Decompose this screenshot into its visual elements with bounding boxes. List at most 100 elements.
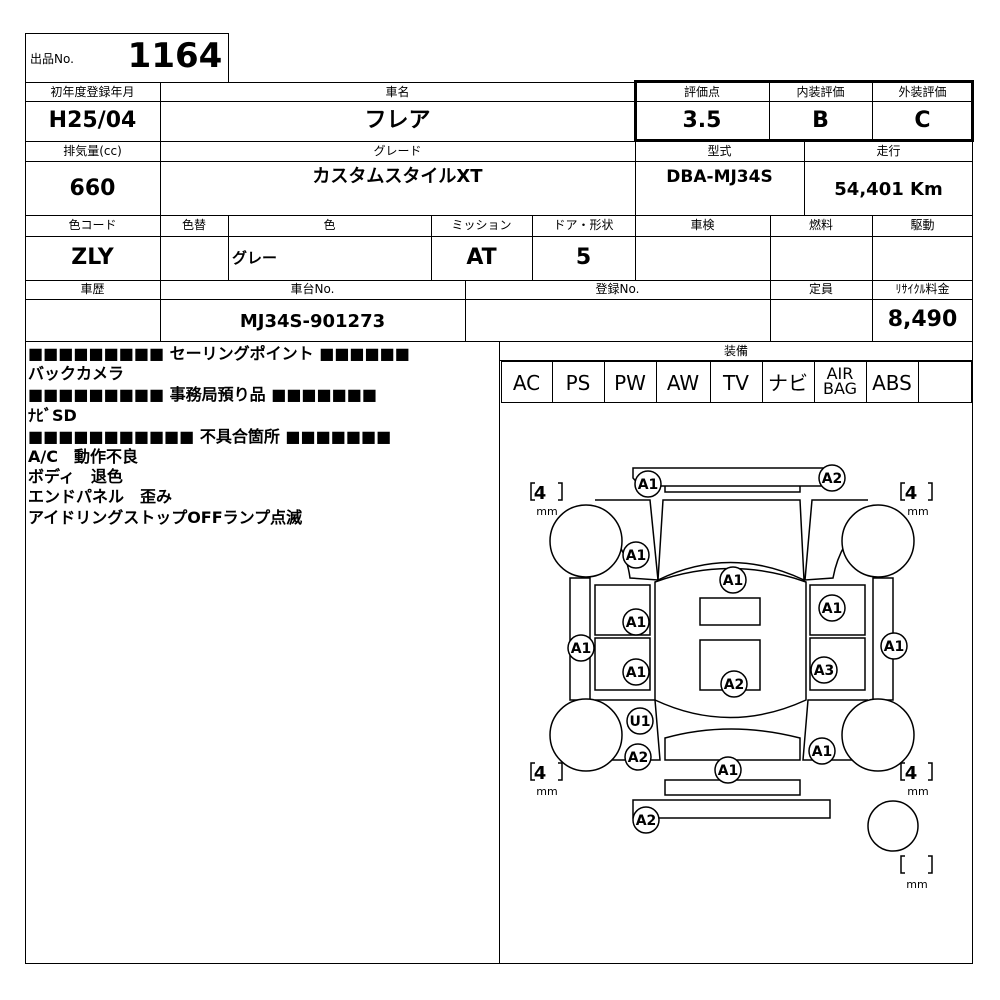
score-frame <box>634 80 974 142</box>
lot-number: 1164 <box>127 36 223 76</box>
grade-value: カスタムスタイルXT <box>312 166 483 187</box>
wheel-front-left <box>549 504 623 578</box>
damage-mark: A1 <box>634 470 662 498</box>
damage-mark: A1 <box>567 634 595 662</box>
interior-label: 内装評価 <box>796 85 845 99</box>
mission-value: AT <box>466 245 497 270</box>
damage-mark: A1 <box>719 566 747 594</box>
first-reg-value: H25/04 <box>48 108 137 133</box>
equipment-pw: PW <box>614 371 646 395</box>
interior-value: B <box>812 108 829 133</box>
damage-mark: A1 <box>808 737 836 765</box>
color-label: 色 <box>323 218 336 232</box>
damage-mark: A3 <box>810 656 838 684</box>
score-label: 評価点 <box>683 85 720 99</box>
damage-mark: A1 <box>714 756 742 784</box>
damage-mark: A1 <box>622 658 650 686</box>
damage-mark-code: A1 <box>626 548 647 564</box>
memo-line: A/C 動作不良 <box>28 447 138 466</box>
equipment-row <box>501 361 972 403</box>
tread-front-left: 4 <box>534 483 547 504</box>
damage-mark-code: A1 <box>884 639 905 655</box>
equipment-tv: TV <box>723 371 749 395</box>
inspection-label: 車検 <box>690 218 715 232</box>
tread-unit: mm <box>907 785 928 798</box>
damage-mark: A1 <box>880 632 908 660</box>
mileage-label: 走行 <box>876 144 901 158</box>
damage-mark-code: A3 <box>814 663 835 679</box>
damage-mark-code: A1 <box>718 763 739 779</box>
wheel-front-right <box>841 504 915 578</box>
lot-label: 出品No. <box>30 52 74 66</box>
equipment-aw: AW <box>666 371 700 395</box>
displacement-label: 排気量(cc) <box>63 144 122 158</box>
exterior-label: 外装評価 <box>898 85 947 99</box>
color-change-label: 色替 <box>181 218 206 232</box>
memo-line: アイドリングストップOFFランプ点滅 <box>28 508 303 527</box>
history-label: 車歴 <box>80 282 105 296</box>
damage-mark: U1 <box>626 707 654 735</box>
spare-tire <box>867 800 919 852</box>
model-value: DBA-MJ34S <box>666 167 773 187</box>
damage-mark: A1 <box>622 541 650 569</box>
tread-unit: mm <box>907 505 928 518</box>
wheel-rear-right <box>841 698 915 772</box>
damage-mark-code: A1 <box>638 477 659 493</box>
memo-line: エンドパネル 歪み <box>28 487 173 506</box>
damage-mark: A2 <box>818 464 846 492</box>
chassis-value: MJ34S-901273 <box>239 311 386 332</box>
damage-mark-code: A2 <box>628 750 649 766</box>
tread-brackets <box>530 482 933 874</box>
recycle-value: 8,490 <box>887 307 958 332</box>
memo-line: ﾅﾋﾞSD <box>28 406 77 425</box>
damage-mark: A1 <box>622 608 650 636</box>
tread-rear-right: 4 <box>905 763 918 784</box>
memo-line: ボディ 退色 <box>28 467 123 486</box>
fuel-label: 燃料 <box>808 218 833 232</box>
tread-unit: mm <box>536 505 557 518</box>
car-name-label: 車名 <box>385 85 410 99</box>
chassis-label: 車台No. <box>290 282 335 296</box>
exterior-value: C <box>914 108 931 133</box>
color-code-label: 色コード <box>68 218 117 232</box>
damage-mark-code: A2 <box>822 471 843 487</box>
damage-mark-code: A1 <box>626 665 647 681</box>
registration-label: 登録No. <box>595 282 640 296</box>
displacement-value: 660 <box>69 176 116 201</box>
memo-office-header: ■■■■■■■■■ 事務局預り品 ■■■■■■■ <box>28 385 378 404</box>
damage-mark-code: A1 <box>626 615 647 631</box>
grade-label: グレード <box>373 144 422 158</box>
equipment-ps: PS <box>565 371 591 395</box>
first-reg-label: 初年度登録年月 <box>50 85 135 99</box>
doors-label: ドア・形状 <box>553 218 614 232</box>
damage-mark-code: U1 <box>629 714 650 730</box>
score-value: 3.5 <box>682 108 722 133</box>
damage-mark: A2 <box>720 670 748 698</box>
equipment-navi: ナビ <box>768 371 808 395</box>
damage-mark-code: A2 <box>724 677 745 693</box>
mission-label: ミッション <box>451 218 512 232</box>
damage-mark-code: A1 <box>812 744 833 760</box>
damage-mark: A2 <box>624 743 652 771</box>
equipment-abs: ABS <box>872 371 912 395</box>
drive-label: 駆動 <box>910 218 935 232</box>
recycle-label: ﾘｻｲｸﾙ料金 <box>895 282 950 296</box>
wheels <box>549 504 919 852</box>
equipment-airbag: AIR BAG <box>822 364 858 398</box>
tread-front-right: 4 <box>905 483 918 504</box>
memo-selling-header: ■■■■■■■■■ セーリングポイント ■■■■■■ <box>28 344 410 363</box>
damage-mark: A1 <box>818 594 846 622</box>
wheel-rear-left <box>549 698 623 772</box>
damage-mark-code: A1 <box>822 601 843 617</box>
damage-mark-code: A1 <box>723 573 744 589</box>
equipment-label: 装備 <box>723 344 748 358</box>
damage-mark-code: A2 <box>636 813 657 829</box>
color-code-value: ZLY <box>71 245 114 270</box>
model-label: 型式 <box>707 144 732 158</box>
tread-unit: mm <box>906 878 927 891</box>
memo-line: バックカメラ <box>28 364 125 383</box>
equipment-ac: AC <box>512 371 541 395</box>
tread-unit: mm <box>536 785 557 798</box>
